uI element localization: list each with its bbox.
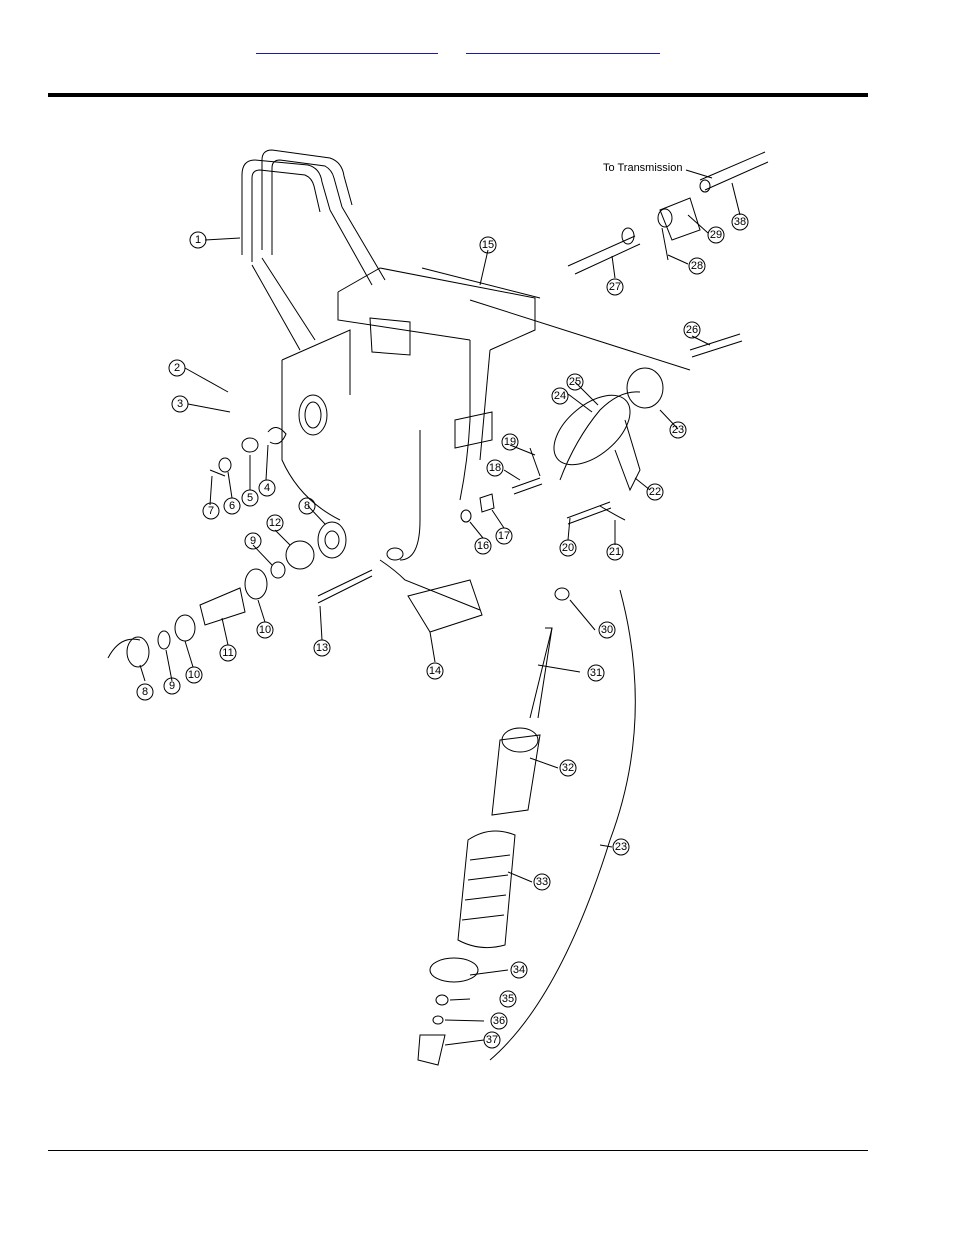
callout-6: 6 bbox=[223, 497, 241, 515]
svg-text:10: 10 bbox=[188, 669, 200, 681]
svg-text:29: 29 bbox=[710, 229, 722, 241]
svg-text:9: 9 bbox=[250, 535, 256, 547]
svg-text:24: 24 bbox=[554, 390, 566, 402]
svg-text:38: 38 bbox=[734, 216, 746, 228]
svg-text:12: 12 bbox=[269, 517, 281, 529]
callout-8b: 8 bbox=[136, 683, 154, 701]
footer-rule bbox=[48, 1150, 868, 1151]
callout-30: 30 bbox=[598, 621, 616, 639]
header-link-right[interactable] bbox=[466, 52, 660, 54]
svg-text:33: 33 bbox=[536, 876, 548, 888]
svg-text:4: 4 bbox=[264, 482, 270, 494]
callout-27: 27 bbox=[606, 278, 624, 296]
svg-text:6: 6 bbox=[229, 500, 235, 512]
callout-33: 33 bbox=[533, 873, 551, 891]
callout-12: 12 bbox=[266, 514, 284, 532]
svg-text:8: 8 bbox=[304, 500, 310, 512]
callout-31: 31 bbox=[587, 664, 605, 682]
svg-text:19: 19 bbox=[504, 436, 516, 448]
callout-21: 21 bbox=[606, 543, 624, 561]
bolt-part bbox=[317, 569, 373, 597]
callout-35: 35 bbox=[499, 990, 517, 1008]
svg-text:1: 1 bbox=[195, 234, 201, 246]
svg-text:25: 25 bbox=[569, 376, 581, 388]
svg-text:7: 7 bbox=[208, 505, 214, 517]
callout-8a: 8 bbox=[298, 497, 316, 515]
svg-text:35: 35 bbox=[502, 993, 514, 1005]
svg-text:26: 26 bbox=[686, 324, 698, 336]
callout-14: 14 bbox=[426, 662, 444, 680]
callout-20: 20 bbox=[559, 539, 577, 557]
callout-11: 11 bbox=[219, 644, 237, 662]
transmission-note: To Transmission bbox=[603, 162, 682, 174]
callout-7: 7 bbox=[202, 502, 220, 520]
svg-text:3: 3 bbox=[177, 398, 183, 410]
svg-text:11: 11 bbox=[222, 647, 233, 659]
header-rule bbox=[48, 93, 868, 97]
callout-2: 2 bbox=[168, 359, 186, 377]
callout-23a: 23 bbox=[669, 421, 687, 439]
svg-text:9: 9 bbox=[169, 680, 175, 692]
callout-9b: 9 bbox=[163, 677, 181, 695]
handle-part bbox=[241, 149, 386, 351]
callout-36: 36 bbox=[490, 1012, 508, 1030]
callout-23b: 23 bbox=[612, 838, 630, 856]
callout-34: 34 bbox=[510, 961, 528, 979]
svg-text:2: 2 bbox=[174, 362, 180, 374]
callout-24: 24 bbox=[551, 387, 569, 405]
svg-text:37: 37 bbox=[486, 1034, 498, 1046]
svg-text:23: 23 bbox=[672, 424, 684, 436]
callout-19: 19 bbox=[501, 433, 519, 451]
pivot-frame-part bbox=[281, 267, 536, 611]
callout-37: 37 bbox=[483, 1031, 501, 1049]
callout-22: 22 bbox=[646, 483, 664, 501]
svg-text:32: 32 bbox=[562, 762, 574, 774]
callout-10b: 10 bbox=[185, 666, 203, 684]
svg-text:10: 10 bbox=[259, 624, 271, 636]
callout-29: 29 bbox=[707, 226, 725, 244]
svg-text:21: 21 bbox=[609, 546, 621, 558]
gear-shaft-part bbox=[107, 521, 347, 668]
svg-text:22: 22 bbox=[649, 486, 661, 498]
plate-part bbox=[407, 579, 483, 633]
callout-25: 25 bbox=[566, 373, 584, 391]
callout-16: 16 bbox=[474, 537, 492, 555]
svg-text:27: 27 bbox=[609, 281, 621, 293]
callout-10a: 10 bbox=[256, 621, 274, 639]
svg-text:31: 31 bbox=[590, 667, 602, 679]
svg-text:18: 18 bbox=[489, 462, 501, 474]
svg-text:15: 15 bbox=[482, 239, 494, 251]
svg-text:16: 16 bbox=[477, 540, 489, 552]
callout-4: 4 bbox=[258, 479, 276, 497]
callout-32: 32 bbox=[559, 759, 577, 777]
callout-17: 17 bbox=[495, 527, 513, 545]
callout-1: 1 bbox=[189, 231, 207, 249]
svg-text:30: 30 bbox=[601, 624, 613, 636]
spring-part bbox=[553, 394, 631, 466]
callout-13: 13 bbox=[313, 639, 331, 657]
svg-text:14: 14 bbox=[429, 665, 441, 677]
bushing-part bbox=[298, 394, 328, 436]
callout-26: 26 bbox=[683, 321, 701, 339]
svg-text:34: 34 bbox=[513, 964, 525, 976]
svg-text:36: 36 bbox=[493, 1015, 505, 1027]
callout-15: 15 bbox=[479, 236, 497, 254]
svg-text:23: 23 bbox=[615, 841, 627, 853]
svg-text:20: 20 bbox=[562, 542, 574, 554]
svg-text:17: 17 bbox=[498, 530, 510, 542]
svg-text:8: 8 bbox=[142, 686, 148, 698]
callout-38: 38 bbox=[731, 213, 749, 231]
callout-3: 3 bbox=[171, 395, 189, 413]
svg-text:13: 13 bbox=[316, 642, 328, 654]
callout-bubbles: 1 2 3 4 5 6 7 8 8 9 9 10 10 11 12 13 14 … bbox=[136, 213, 749, 1049]
svg-text:28: 28 bbox=[691, 260, 703, 272]
callout-18: 18 bbox=[486, 459, 504, 477]
spring-assembly-part bbox=[417, 587, 636, 1066]
svg-text:5: 5 bbox=[247, 492, 253, 504]
callout-5: 5 bbox=[241, 489, 259, 507]
header-link-left[interactable] bbox=[256, 52, 438, 54]
callout-28: 28 bbox=[688, 257, 706, 275]
callout-9a: 9 bbox=[244, 532, 262, 550]
